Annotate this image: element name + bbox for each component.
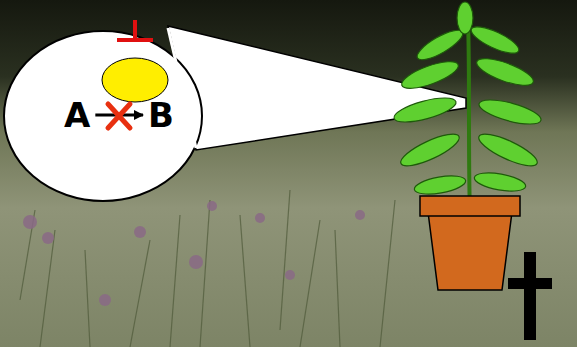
- death-cross: [508, 252, 552, 340]
- grass-stems: [20, 190, 395, 347]
- callout-bubble: [4, 31, 202, 201]
- metabolite-label: B: [148, 96, 174, 134]
- red-x: [108, 104, 130, 128]
- thistle-flowers: [23, 201, 365, 306]
- inhibition-symbol: [117, 20, 153, 40]
- pathway-node: A: [62, 96, 92, 134]
- callout-tail: [168, 26, 466, 150]
- potted-plant: [392, 2, 543, 290]
- metabolite-label: A: [64, 96, 90, 134]
- pathway-node: B: [146, 96, 176, 134]
